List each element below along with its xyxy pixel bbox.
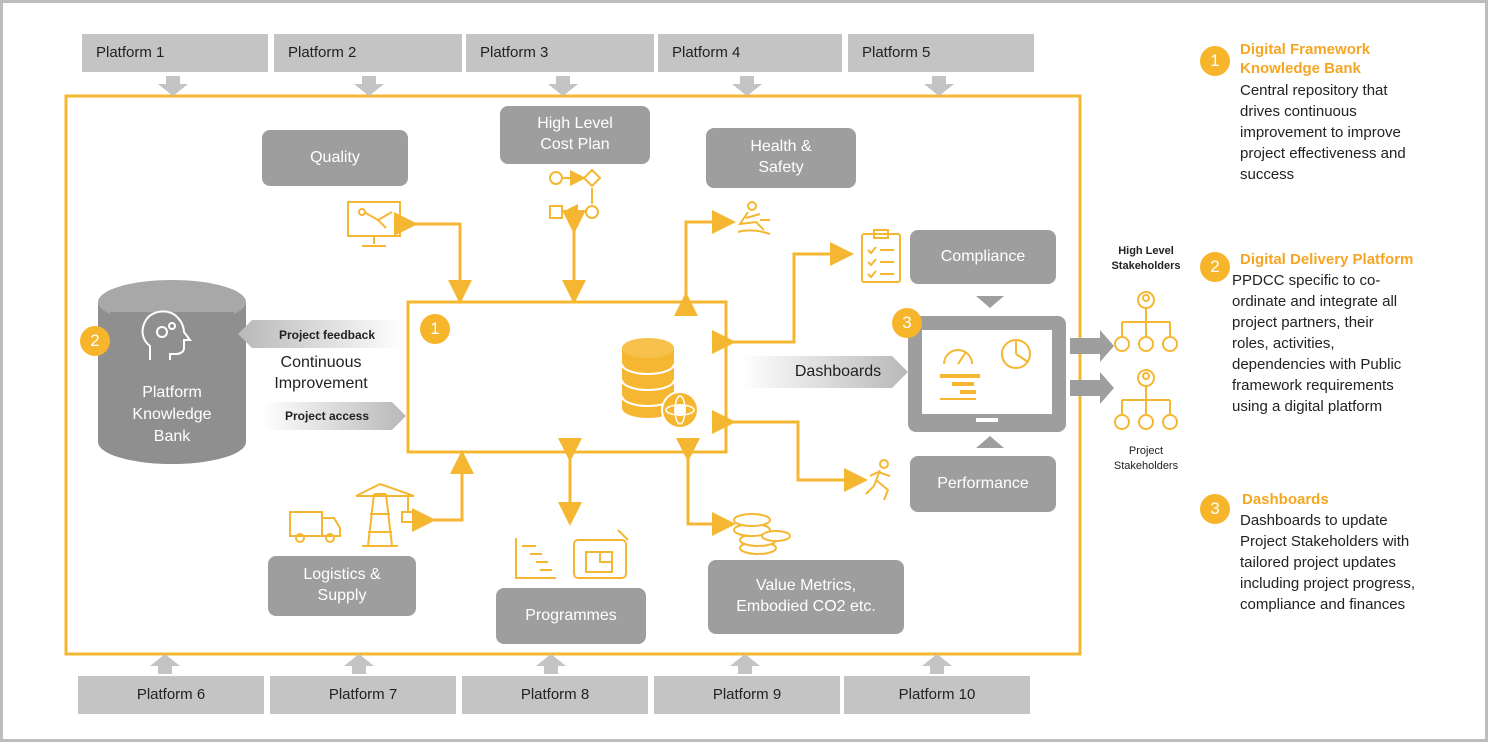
- platform-boundary: [64, 94, 1082, 656]
- module-value-metrics: Value Metrics, Embodied CO2 etc.: [708, 560, 904, 634]
- continuous-improvement-label: Continuous Improvement: [274, 354, 368, 392]
- module-compliance: Compliance: [910, 230, 1056, 284]
- process-flow-icon: [549, 168, 602, 220]
- module-performance: Performance: [910, 456, 1056, 512]
- badge-2: 2: [80, 326, 110, 356]
- platform-5: Platform 5: [848, 34, 1034, 72]
- connector-compliance: [712, 242, 854, 354]
- legend-badge-1: 1: [1200, 46, 1230, 76]
- monitor-flow-icon: [347, 201, 401, 247]
- badge-3: 3: [892, 308, 922, 338]
- connector-performance: [712, 410, 868, 492]
- performance-pointer: [976, 436, 1004, 448]
- legend-text-2: PPDCC specific to co- ordinate and integ…: [1232, 272, 1402, 415]
- platform-3: Platform 3: [466, 34, 654, 72]
- database-gear-icon: [621, 338, 699, 429]
- checklist-icon: [861, 229, 901, 283]
- platform-2: Platform 2: [274, 34, 462, 72]
- truck-icon: [289, 511, 341, 543]
- connector-value-metrics: [676, 438, 736, 536]
- legend-text-1: Central repository that drives continuou…: [1240, 82, 1406, 183]
- connector-logistics: [412, 450, 474, 532]
- gauge-icon: [943, 349, 973, 365]
- org-chart-icon: [1114, 291, 1178, 430]
- dashboards-label: Dashboards: [794, 363, 882, 380]
- dashboard-monitor: [908, 316, 1066, 432]
- high-level-stakeholders-label: High Level Stakeholders: [1111, 245, 1181, 272]
- slip-hazard-icon: [737, 201, 771, 235]
- platform-4: Platform 4: [658, 34, 842, 72]
- legend-title-3: Dashboards: [1242, 491, 1329, 508]
- compliance-pointer: [976, 296, 1004, 308]
- project-stakeholder-arrow: [1070, 372, 1114, 404]
- gantt-icon: [940, 374, 980, 400]
- blueprint-icon: [573, 529, 629, 579]
- platform-down-arrows: [158, 76, 954, 96]
- platform-6: Platform 6: [78, 676, 264, 714]
- central-repository-box: [406, 300, 728, 454]
- module-logistics: Logistics & Supply: [268, 556, 416, 616]
- platform-7: Platform 7: [270, 676, 456, 714]
- platform-8: Platform 8: [462, 676, 648, 714]
- legend-title-1: Digital Framework Knowledge Bank: [1240, 41, 1371, 77]
- platform-up-arrows: [150, 654, 952, 674]
- project-feedback-arrow: [238, 320, 404, 348]
- runner-icon: [865, 459, 891, 501]
- crane-icon: [355, 483, 415, 547]
- legend-text-3: Dashboards to update Project Stakeholder…: [1240, 512, 1416, 613]
- platform-9: Platform 9: [654, 676, 840, 714]
- legend-badge-2: 2: [1200, 252, 1230, 282]
- knowledge-bank-cylinder: [98, 280, 246, 464]
- head-gears-icon: [141, 310, 192, 360]
- pie-icon: [1001, 339, 1031, 369]
- knowledge-bank-label: Platform Knowledge Bank: [132, 384, 212, 445]
- module-cost-plan: High Level Cost Plan: [500, 106, 650, 164]
- connector-health-safety: [674, 210, 736, 316]
- module-health-safety: Health & Safety: [706, 128, 856, 188]
- coins-icon: [733, 513, 791, 555]
- legend-badge-3: 3: [1200, 494, 1230, 524]
- connector-quality: [394, 212, 472, 304]
- project-access-arrow: [262, 402, 406, 430]
- project-access-label: Project access: [284, 409, 370, 423]
- project-feedback-label: Project feedback: [278, 328, 376, 342]
- project-stakeholders-label: Project Stakeholders: [1113, 445, 1179, 472]
- gantt-chart-icon: [515, 538, 556, 579]
- dashboards-arrow: [742, 356, 908, 388]
- platform-1: Platform 1: [82, 34, 268, 72]
- module-quality: Quality: [262, 130, 408, 186]
- legend-title-2: Digital Delivery Platform: [1240, 251, 1414, 268]
- badge-1: 1: [420, 314, 450, 344]
- module-programmes: Programmes: [496, 588, 646, 644]
- high-level-stakeholder-arrow: [1070, 330, 1114, 362]
- platform-10: Platform 10: [844, 676, 1030, 714]
